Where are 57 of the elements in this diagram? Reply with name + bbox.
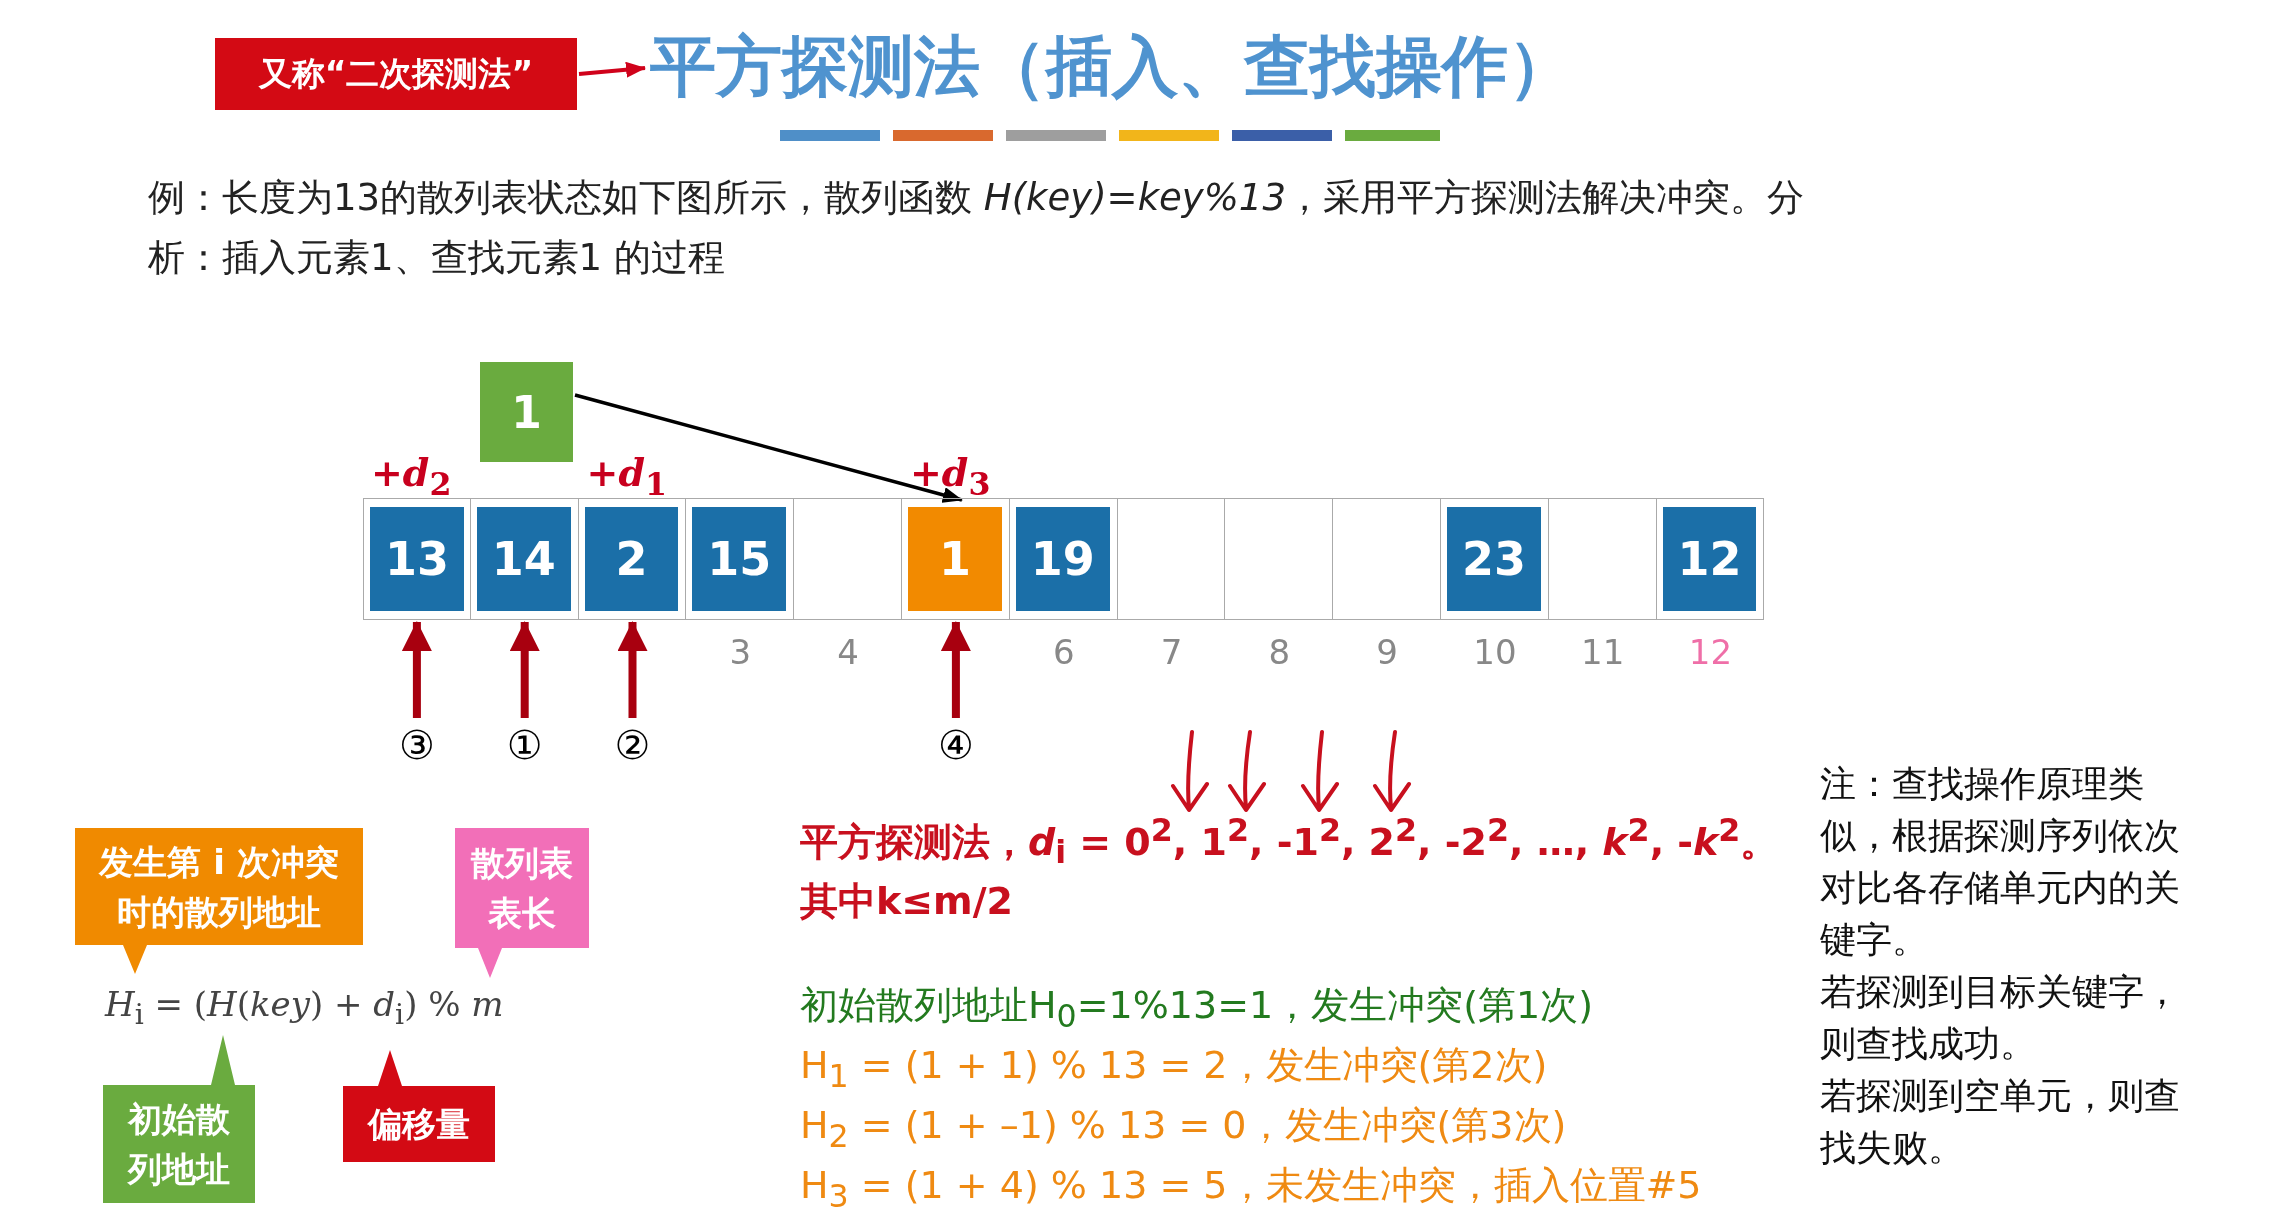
table-cell: [902, 498, 1010, 620]
table-cell: [1225, 498, 1334, 620]
note-text: 若探测到目标关键字，则查找成功。: [1820, 970, 2181, 1066]
key-box: 14: [476, 507, 571, 611]
callout-bubble: 初始散列地址: [103, 1035, 255, 1203]
calculation-step: 初始散列地址H$_{0}$=1%13=1，发生冲突(第1次): [800, 980, 1594, 1034]
formula: H$_{i}$ = (H(key) + d$_{i}$) % m: [105, 984, 504, 1031]
index-label: 12: [1687, 632, 1734, 672]
calculation-step: H$_{1}$ = (1 + 1) % 13 = 2，发生冲突(第2次): [800, 1040, 1548, 1094]
title: 平方探测法（插入、查找操作）: [650, 27, 1574, 107]
table-cell: [1548, 498, 1657, 620]
index-label: 8: [1267, 632, 1292, 672]
offset-label: +d$_{3}$: [910, 450, 991, 502]
table-cell: [686, 498, 795, 620]
index-label: 6: [1051, 632, 1076, 672]
step-number: ④: [931, 722, 980, 768]
element-box: 1: [480, 362, 573, 462]
offset-label: +d$_{2}$: [371, 450, 452, 502]
table-cell: [1009, 498, 1118, 620]
step-number: ③: [392, 722, 441, 768]
offset-label: +d$_{1}$: [586, 450, 668, 502]
key-box: 12: [1662, 507, 1757, 611]
index-label: 7: [1159, 632, 1184, 672]
note-text: 注：查找操作原理类似，根据探测序列依次对比各存储单元内的关键字。: [1820, 762, 2181, 962]
table-cell: [1441, 498, 1549, 620]
table-cell: [578, 498, 687, 620]
note-text: 若探测到空单元，则查找失败。: [1820, 1074, 2181, 1170]
formula: 其中k≤m/2: [800, 878, 1014, 925]
index-label: 4: [836, 632, 860, 672]
table-cell: [1333, 498, 1441, 620]
key-box: 1: [908, 507, 1002, 611]
index-label: 10: [1472, 632, 1518, 672]
table-cell: [1117, 498, 1226, 620]
key-box: 19: [1015, 507, 1110, 611]
key-box: 2: [584, 507, 679, 611]
table-cell: [1656, 498, 1765, 620]
table-cell: [470, 498, 579, 620]
index-label: 3: [728, 632, 753, 672]
step-number: ①: [500, 722, 549, 768]
key-box: 15: [692, 507, 787, 611]
key-box: 23: [1447, 507, 1541, 611]
key-box: 13: [370, 507, 464, 611]
callout-bubble: 发生第 i 次冲突时的散列地址: [75, 828, 363, 974]
calculation-step: H$_{3}$ = (1 + 4) % 13 = 5，未发生冲突，插入位置#5: [800, 1160, 1702, 1214]
step-number: ②: [608, 722, 657, 768]
example-text: 例：长度为13的散列表状态如下图所示，散列函数 H(key)=key%13，采用平方探测法解决冲突。分析：插入元素1、查找元素1 的过程: [148, 175, 1805, 281]
table-cell: [363, 498, 471, 620]
arrow: [574, 393, 963, 503]
formula: 平方探测法，d$_{i}$ = 0$^{2}$, 1$^{2}$, -1$^{2}$, 2$^{2}$, -2$^{2}$, …, k$^{2}$, -k$^{2}$。: [800, 812, 1779, 871]
tag-label: 又称“二次探测法”: [215, 38, 577, 110]
table-cell: [794, 498, 902, 620]
callout-bubble: 偏移量: [343, 1050, 495, 1162]
index-label: 9: [1375, 632, 1399, 672]
index-label: 11: [1580, 632, 1626, 672]
arrow: [578, 61, 646, 78]
calculation-step: H$_{2}$ = (1 + –1) % 13 = 0，发生冲突(第3次): [800, 1100, 1567, 1154]
callout-bubble: 散列表表长: [455, 828, 589, 978]
